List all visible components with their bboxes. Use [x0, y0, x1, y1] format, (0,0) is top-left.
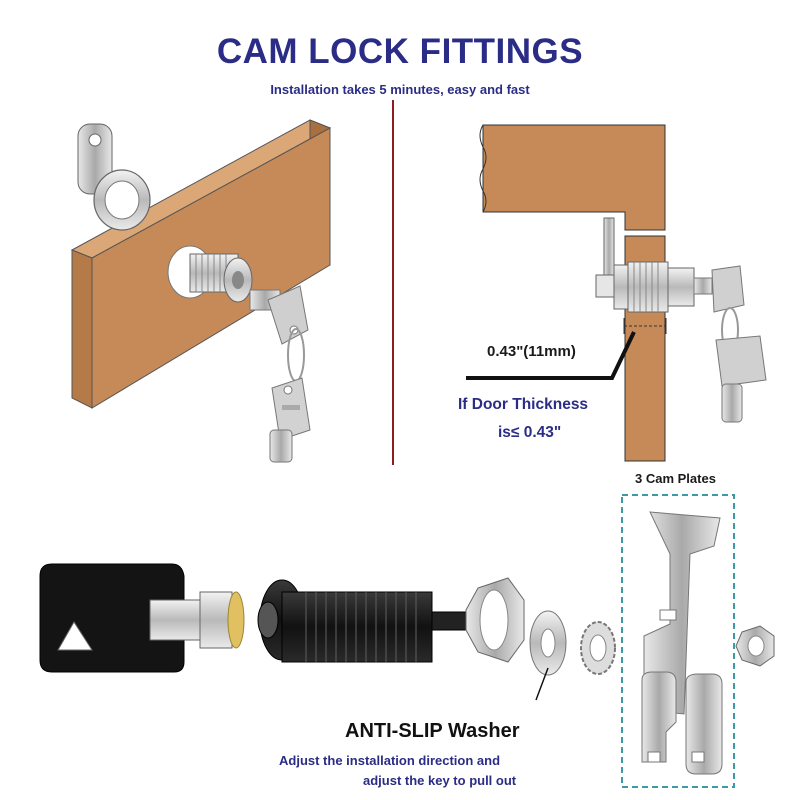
section-key [693, 265, 767, 423]
cam-plates-box [621, 494, 735, 788]
door-thickness-value: is≤ 0.43" [498, 424, 562, 441]
exploded-parts [39, 494, 775, 788]
door-thickness-label: If Door Thickness [458, 396, 589, 413]
lock-cylinder-body [257, 579, 475, 663]
board-installation-scene [70, 119, 332, 463]
mounted-cam-plate [77, 123, 151, 231]
installed-lock-cylinder [189, 253, 253, 303]
spare-key [269, 377, 311, 463]
washer-note-line-1: Adjust the installation direction and [279, 753, 501, 768]
washer-note-line-2: adjust the key to pull out [363, 773, 517, 788]
cam-plates-label: 3 Cam Plates [635, 471, 716, 486]
measurement-label: 0.43"(11mm) [487, 343, 576, 360]
page-subtitle: Installation takes 5 minutes, easy and f… [270, 82, 530, 97]
section-divider [392, 100, 394, 465]
black-key [39, 563, 245, 673]
key-in-lock [249, 285, 309, 382]
cabinet-cross-section [466, 124, 767, 462]
small-hex-nut [735, 625, 775, 667]
page-title: CAM LOCK FITTINGS [216, 32, 584, 71]
flat-washer [529, 610, 567, 676]
thickness-marker [466, 318, 667, 380]
anti-slip-washer [580, 621, 616, 675]
washer-title: ANTI-SLIP Washer [345, 720, 520, 742]
hex-nut-large [465, 577, 525, 663]
section-lock [595, 217, 695, 313]
